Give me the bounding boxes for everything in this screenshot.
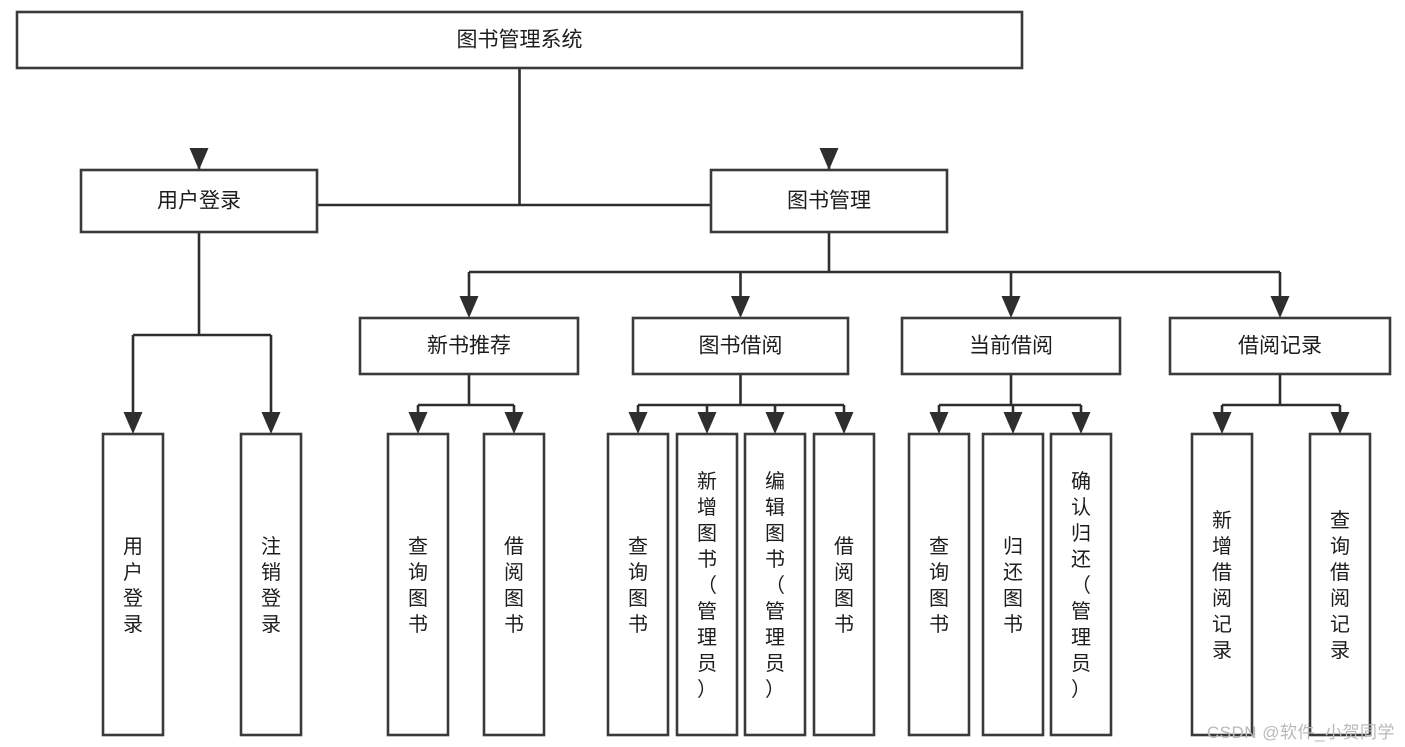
node-box-leaf-add-book[interactable] — [675, 432, 739, 737]
node-label-borrow-record: 借阅记录 — [1238, 335, 1322, 358]
node-label-leaf-user-login: 用户登录 — [123, 536, 143, 636]
edge-user-login-1-arrowhead — [261, 412, 281, 434]
edge-book-borrow-3-arrowhead — [834, 412, 854, 434]
node-box-leaf-add-record[interactable] — [1190, 432, 1254, 737]
edge-book-management-1-arrowhead — [731, 296, 750, 318]
edge-borrow-record-0-arrowhead — [1212, 412, 1232, 434]
edge-root-0-arrowhead — [189, 148, 209, 170]
edge-book-borrow-2-arrowhead — [765, 412, 785, 434]
node-box-leaf-user-login[interactable] — [101, 432, 165, 737]
node-label-leaf-user-logout: 注销登录 — [261, 535, 281, 636]
edge-current-borrow-0-arrowhead — [929, 412, 949, 434]
node-box-leaf-query-record[interactable] — [1308, 432, 1372, 737]
connector-layer — [123, 68, 1350, 434]
edge-new-book-recommend-0-arrowhead — [408, 412, 428, 434]
node-label-leaf-add-book: 新增图书（管理员） — [697, 470, 717, 701]
node-label-leaf-borrow-book-1: 借阅图书 — [504, 535, 524, 636]
node-label-book-borrow: 图书借阅 — [699, 335, 783, 358]
node-label-leaf-borrow-book-2: 借阅图书 — [834, 535, 854, 636]
node-label-leaf-query-book-1: 查询图书 — [408, 535, 428, 636]
node-layer: 图书管理系统用户登录图书管理新书推荐图书借阅当前借阅借阅记录用户登录注销登录查询… — [15, 10, 1392, 737]
node-label-root: 图书管理系统 — [457, 29, 583, 52]
edge-borrow-record-1-arrowhead — [1330, 412, 1350, 434]
node-label-leaf-edit-book: 编辑图书（管理员） — [765, 470, 785, 701]
node-label-leaf-confirm-return: 确认归还（管理员） — [1071, 470, 1091, 701]
edge-book-management-0-arrowhead — [459, 296, 479, 318]
edge-current-borrow-1-arrowhead — [1003, 412, 1023, 434]
edge-new-book-recommend-1-arrowhead — [504, 412, 524, 434]
node-box-borrow-record[interactable] — [1168, 316, 1392, 376]
node-box-leaf-return-book[interactable] — [981, 432, 1045, 737]
node-box-new-book-recommend[interactable] — [358, 316, 580, 376]
node-box-book-borrow[interactable] — [631, 316, 850, 376]
node-label-leaf-return-book: 归还图书 — [1003, 535, 1023, 636]
node-box-leaf-query-book-3[interactable] — [907, 432, 971, 737]
node-label-new-book-recommend: 新书推荐 — [427, 335, 511, 358]
node-label-leaf-query-book-2: 查询图书 — [628, 535, 648, 636]
edge-book-borrow-0-arrowhead — [628, 412, 648, 434]
node-box-current-borrow[interactable] — [900, 316, 1122, 376]
edge-user-login-0-arrowhead — [123, 412, 143, 434]
node-label-current-borrow: 当前借阅 — [969, 335, 1053, 358]
node-label-user-login: 用户登录 — [157, 190, 241, 213]
node-label-book-management: 图书管理 — [787, 190, 871, 213]
node-box-leaf-query-book-1[interactable] — [386, 432, 450, 737]
node-box-leaf-confirm-return[interactable] — [1049, 432, 1113, 737]
edge-root-1-arrowhead — [819, 148, 839, 170]
node-box-leaf-user-logout[interactable] — [239, 432, 303, 737]
node-box-root[interactable] — [15, 10, 1024, 70]
node-label-leaf-query-record: 查询借阅记录 — [1330, 509, 1350, 662]
node-box-leaf-edit-book[interactable] — [743, 432, 807, 737]
node-box-user-login[interactable] — [79, 168, 319, 234]
node-label-leaf-query-book-3: 查询图书 — [929, 535, 949, 636]
edge-current-borrow-2-arrowhead — [1071, 412, 1091, 434]
node-label-leaf-add-record: 新增借阅记录 — [1212, 509, 1232, 662]
edge-book-management-3-arrowhead — [1270, 296, 1290, 318]
watermark-label: CSDN @软件_小贺同学 — [1206, 723, 1395, 742]
edge-book-management-2-arrowhead — [1001, 296, 1021, 318]
node-box-leaf-borrow-book-2[interactable] — [812, 432, 876, 737]
node-box-leaf-borrow-book-1[interactable] — [482, 432, 546, 737]
node-box-leaf-query-book-2[interactable] — [606, 432, 670, 737]
edge-book-borrow-1-arrowhead — [697, 412, 717, 434]
node-box-book-management[interactable] — [709, 168, 949, 234]
